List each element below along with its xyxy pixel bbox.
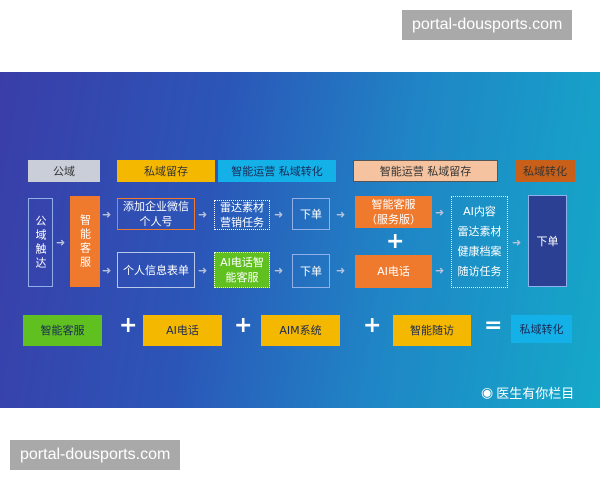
- ai-call-box: AI电话: [355, 255, 432, 288]
- content-item: 雷达素材: [457, 225, 502, 238]
- weibo-name: 医生有你栏目: [496, 387, 575, 402]
- weibo-watermark: ◉ 医生有你栏目: [481, 383, 575, 403]
- watermark-bottom: portal-dousports.com: [10, 440, 181, 470]
- content-item: 随访任务: [457, 265, 502, 278]
- plus-icon: +: [386, 229, 405, 254]
- plus-icon: +: [119, 313, 138, 338]
- eq-smart-followup: 智能随访: [393, 315, 471, 346]
- add-wechat-box: 添加企业微信个人号: [117, 198, 195, 230]
- header-operation-conversion: 智能运营 私域转化: [218, 160, 336, 182]
- personal-form-box: 个人信息表单: [117, 252, 195, 288]
- eq-aim-system: AIM系统: [261, 315, 340, 346]
- equals-icon: =: [484, 313, 503, 338]
- eq-result: 私域转化: [511, 315, 572, 343]
- smart-service-pro-box: 智能客服（服务版）: [355, 196, 432, 228]
- content-list-box: AI内容 雷达素材 健康档案 随访任务: [451, 196, 508, 288]
- radar-tasks-box: 雷达素材营销任务: [214, 200, 270, 230]
- order-box-2: 下单: [292, 254, 330, 288]
- plus-icon: +: [234, 313, 253, 338]
- header-conversion: 私域转化: [515, 160, 575, 182]
- diagram-background: 公域 私域留存 智能运营 私域转化 智能运营 私域留存 私域转化 公域触达 ➜ …: [0, 72, 600, 408]
- smart-service-box: 智能客服: [70, 196, 100, 287]
- header-operation-retention: 智能运营 私域留存: [353, 160, 498, 182]
- public-reach-box: 公域触达: [28, 198, 53, 287]
- final-order-box: 下单: [528, 195, 567, 287]
- plus-icon: +: [363, 313, 382, 338]
- ai-call-service-box: AI电话智能客服: [214, 252, 270, 288]
- content-item: AI内容: [463, 205, 496, 218]
- watermark-top: portal-dousports.com: [402, 10, 573, 40]
- eq-ai-call: AI电话: [143, 315, 222, 346]
- header-public: 公域: [28, 160, 100, 182]
- header-retention: 私域留存: [117, 160, 215, 182]
- weibo-icon: ◉: [481, 384, 494, 401]
- content-item: 健康档案: [457, 245, 502, 258]
- order-box-1: 下单: [292, 198, 330, 230]
- eq-smart-service: 智能客服: [23, 315, 102, 346]
